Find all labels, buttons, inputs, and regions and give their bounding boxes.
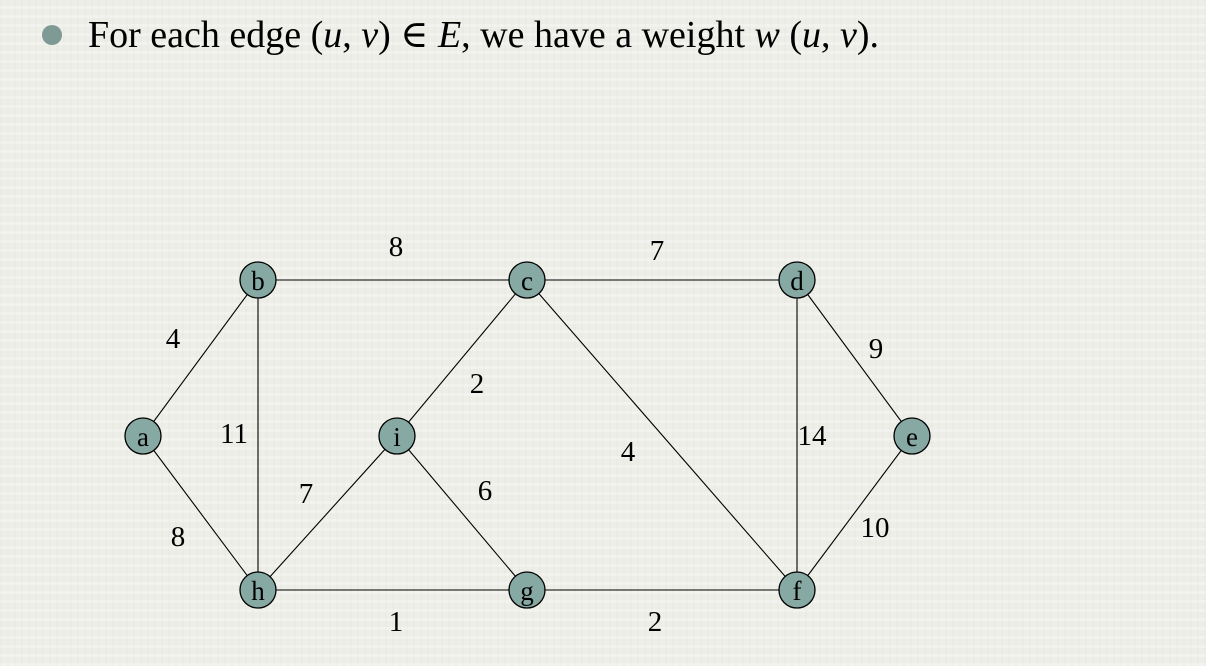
node-circle-a: [124, 417, 162, 455]
edge-weight-h-g: 1: [389, 606, 404, 638]
edge-weight-a-h: 8: [171, 521, 186, 553]
edge-weight-e-f: 10: [861, 512, 890, 544]
edge-a-b: [142, 279, 259, 437]
bullet-dot-icon: [42, 24, 62, 45]
node-label-b: b: [251, 266, 265, 296]
node-circle-c: [508, 261, 546, 299]
heading-text: For each edge (u, v) ∈ E, we have a weig…: [88, 12, 879, 57]
bullet-line: For each edge (u, v) ∈ E, we have a weig…: [42, 12, 879, 57]
edge-weight-h-i: 7: [299, 478, 314, 510]
node-d: d: [778, 261, 816, 299]
heading-var-v: v: [361, 14, 379, 56]
heading-comma2: ,: [821, 14, 841, 56]
edge-weight-d-f: 14: [798, 420, 828, 452]
node-circle-h: [239, 571, 277, 609]
heading-var-u: u: [323, 14, 343, 56]
node-i: i: [378, 417, 416, 455]
heading-var-u2: u: [802, 14, 822, 56]
edge-weight-g-f: 2: [648, 606, 663, 638]
edge-weight-d-e: 9: [869, 333, 884, 365]
node-label-h: h: [251, 576, 265, 606]
heading-var-v2: v: [840, 14, 857, 56]
edge-i-g: [396, 435, 528, 591]
heading-var-w: w: [754, 14, 780, 56]
node-circle-d: [778, 261, 816, 299]
node-label-d: d: [790, 266, 804, 296]
edge-h-i: [257, 435, 398, 591]
node-circle-g: [508, 571, 546, 609]
edge-weight-c-d: 7: [650, 235, 665, 267]
nodes-layer: a b c d e f g h i: [124, 261, 931, 609]
node-circle-f: [778, 571, 816, 609]
edge-weight-c-f: 4: [621, 436, 636, 468]
edge-e-f: [796, 435, 913, 591]
edge-weight-a-b: 4: [166, 323, 181, 355]
node-h: h: [239, 571, 277, 609]
node-g: g: [508, 571, 546, 609]
edge-weight-i-g: 6: [478, 475, 493, 507]
edge-c-f: [526, 279, 798, 591]
node-label-c: c: [521, 266, 533, 296]
edges-layer: [142, 279, 913, 591]
edge-weight-b-h: 11: [220, 418, 248, 450]
heading-comma: ,: [342, 14, 362, 56]
node-circle-b: [239, 261, 277, 299]
heading-prefix: For each edge (: [88, 14, 324, 56]
node-label-i: i: [393, 422, 401, 452]
edge-d-e: [796, 279, 913, 437]
heading-close: ).: [856, 14, 880, 56]
heading-open-paren: (: [779, 14, 803, 56]
node-a: a: [124, 417, 162, 455]
edge-weight-c-i: 2: [470, 368, 485, 400]
node-label-e: e: [906, 422, 918, 452]
node-c: c: [508, 261, 546, 299]
edge-c-i: [396, 279, 528, 437]
node-label-f: f: [793, 576, 802, 606]
heading-middle: , we have a weight: [461, 14, 755, 56]
edge-weight-b-c: 8: [389, 231, 404, 263]
node-circle-e: [893, 417, 931, 455]
heading-var-e: E: [437, 14, 462, 56]
node-circle-i: [378, 417, 416, 455]
node-e: e: [893, 417, 931, 455]
node-f: f: [778, 571, 816, 609]
edge-a-h: [142, 435, 259, 591]
node-b: b: [239, 261, 277, 299]
weights-layer: 4 8 8 11 7 2 4 9 14 10 7 6 1 2: [166, 231, 890, 638]
heading-element-of: ) ∈: [378, 14, 438, 56]
node-label-a: a: [137, 422, 149, 452]
node-label-g: g: [520, 576, 534, 606]
